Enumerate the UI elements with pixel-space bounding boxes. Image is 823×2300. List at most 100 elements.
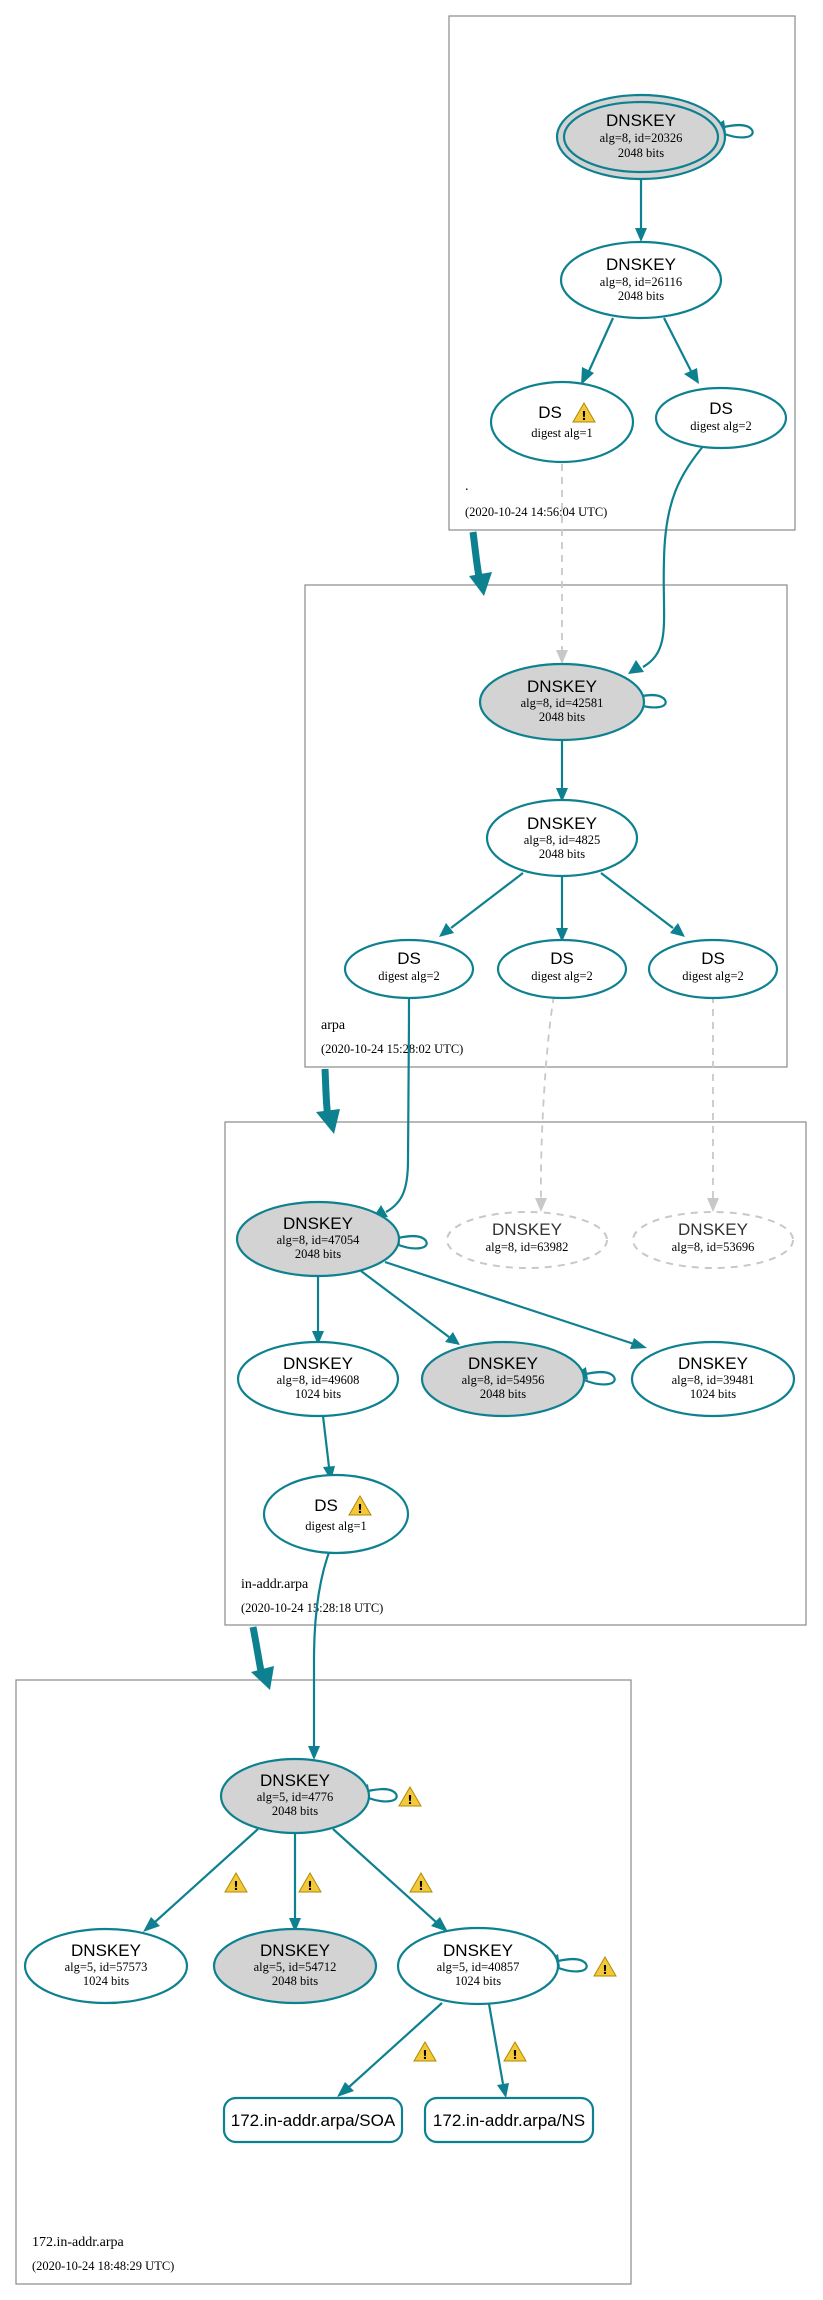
svg-text:2048 bits: 2048 bits bbox=[295, 1247, 341, 1261]
warning-icon bbox=[413, 2041, 437, 2063]
warning-icon bbox=[298, 1872, 322, 1894]
svg-text:alg=8, id=42581: alg=8, id=42581 bbox=[521, 696, 604, 710]
dnskey-node-missing-53696[interactable]: DNSKEY alg=8, id=53696 bbox=[632, 1211, 794, 1269]
svg-text:alg=8, id=63982: alg=8, id=63982 bbox=[486, 1240, 569, 1254]
delegation-edge bbox=[249, 1626, 266, 1677]
svg-text:2048 bits: 2048 bits bbox=[618, 289, 664, 303]
ds-node-arpa-a[interactable]: DS digest alg=2 bbox=[343, 938, 475, 1000]
ds-node-arpa-c[interactable]: DS digest alg=2 bbox=[647, 938, 779, 1000]
svg-text:1024 bits: 1024 bits bbox=[455, 1974, 501, 1988]
svg-text:alg=8, id=20326: alg=8, id=20326 bbox=[600, 131, 683, 145]
zone-timestamp: (2020-10-24 15:28:02 UTC) bbox=[321, 1042, 463, 1056]
svg-text:DNSKEY: DNSKEY bbox=[260, 1941, 330, 1960]
svg-text:digest alg=1: digest alg=1 bbox=[305, 1519, 367, 1533]
dnskey-node-root-ksk[interactable]: DNSKEY alg=8, id=20326 2048 bits bbox=[555, 93, 727, 181]
dnskey-node-172-54712[interactable]: DNSKEY alg=5, id=54712 2048 bits bbox=[212, 1927, 378, 2005]
ds-node-arpa-b[interactable]: DS digest alg=2 bbox=[496, 938, 628, 1000]
zone-timestamp: (2020-10-24 18:48:29 UTC) bbox=[32, 2259, 174, 2273]
zone-name: 172.in-addr.arpa bbox=[32, 2235, 125, 2250]
zone-172-in-addr-arpa: 172.in-addr.arpa (2020-10-24 18:48:29 UT… bbox=[15, 1679, 632, 2285]
svg-text:alg=8, id=53696: alg=8, id=53696 bbox=[672, 1240, 755, 1254]
warning-icon bbox=[224, 1872, 248, 1894]
dnskey-node-172-57573[interactable]: DNSKEY alg=5, id=57573 1024 bits bbox=[23, 1927, 189, 2005]
svg-text:digest alg=2: digest alg=2 bbox=[378, 969, 440, 983]
svg-text:DS: DS bbox=[550, 949, 574, 968]
dnskey-node-172-ksk[interactable]: DNSKEY alg=5, id=4776 2048 bits bbox=[219, 1757, 371, 1835]
zone-name: arpa bbox=[321, 1018, 346, 1033]
svg-text:DNSKEY: DNSKEY bbox=[283, 1354, 353, 1373]
warning-icon bbox=[503, 2041, 527, 2063]
svg-text:DS: DS bbox=[397, 949, 421, 968]
svg-text:DNSKEY: DNSKEY bbox=[527, 814, 597, 833]
zone-name: . bbox=[465, 479, 469, 494]
dnskey-node-inaddr-ksk[interactable]: DNSKEY alg=8, id=47054 2048 bits bbox=[235, 1200, 401, 1278]
svg-text:DNSKEY: DNSKEY bbox=[283, 1214, 353, 1233]
svg-text:1024 bits: 1024 bits bbox=[295, 1387, 341, 1401]
svg-text:DS: DS bbox=[701, 949, 725, 968]
delegation-arrowhead bbox=[469, 572, 492, 596]
dnskey-node-missing-63982[interactable]: DNSKEY alg=8, id=63982 bbox=[446, 1211, 608, 1269]
svg-text:DNSKEY: DNSKEY bbox=[678, 1354, 748, 1373]
dnskey-node-inaddr-zsk1[interactable]: DNSKEY alg=8, id=49608 1024 bits bbox=[236, 1340, 400, 1418]
svg-text:alg=8, id=54956: alg=8, id=54956 bbox=[462, 1373, 545, 1387]
svg-text:DNSKEY: DNSKEY bbox=[468, 1354, 538, 1373]
svg-text:DS: DS bbox=[538, 403, 562, 422]
warning-icon bbox=[593, 1956, 617, 1978]
svg-text:DNSKEY: DNSKEY bbox=[678, 1220, 748, 1239]
ds-node-root-digest2[interactable]: DS digest alg=2 bbox=[654, 386, 788, 450]
zone-root: . (2020-10-24 14:56:04 UTC) bbox=[448, 15, 796, 531]
zone-timestamp: (2020-10-24 15:28:18 UTC) bbox=[241, 1601, 383, 1615]
svg-text:alg=8, id=39481: alg=8, id=39481 bbox=[672, 1373, 755, 1387]
svg-text:DNSKEY: DNSKEY bbox=[606, 111, 676, 130]
svg-text:digest alg=1: digest alg=1 bbox=[531, 426, 593, 440]
svg-text:2048 bits: 2048 bits bbox=[272, 1974, 318, 1988]
dnskey-node-root-zsk[interactable]: DNSKEY alg=8, id=26116 2048 bits bbox=[559, 240, 723, 320]
warning-icon bbox=[409, 1872, 433, 1894]
warning-icon bbox=[398, 1786, 422, 1808]
svg-text:alg=8, id=47054: alg=8, id=47054 bbox=[277, 1233, 361, 1247]
ds-node-root-digest1[interactable]: DS digest alg=1 bbox=[489, 380, 635, 464]
ds-node-inaddr-digest1[interactable]: DS digest alg=1 bbox=[262, 1473, 410, 1555]
svg-text:DNSKEY: DNSKEY bbox=[492, 1220, 562, 1239]
rrset-node-ns[interactable]: 172.in-addr.arpa/NS bbox=[423, 2096, 595, 2144]
svg-text:alg=8, id=26116: alg=8, id=26116 bbox=[600, 275, 682, 289]
svg-text:alg=5, id=40857: alg=5, id=40857 bbox=[437, 1960, 520, 1974]
svg-text:digest alg=2: digest alg=2 bbox=[531, 969, 593, 983]
zone-name: in-addr.arpa bbox=[241, 1577, 309, 1592]
svg-text:DS: DS bbox=[709, 399, 733, 418]
svg-text:172.in-addr.arpa/NS: 172.in-addr.arpa/NS bbox=[433, 2111, 585, 2130]
svg-text:2048 bits: 2048 bits bbox=[539, 847, 585, 861]
svg-text:alg=5, id=4776: alg=5, id=4776 bbox=[257, 1790, 334, 1804]
dnskey-node-arpa-ksk[interactable]: DNSKEY alg=8, id=42581 2048 bits bbox=[478, 662, 646, 742]
dnskey-node-inaddr-zsk2[interactable]: DNSKEY alg=8, id=39481 1024 bits bbox=[630, 1340, 796, 1418]
dnskey-node-172-40857[interactable]: DNSKEY alg=5, id=40857 1024 bits bbox=[396, 1926, 560, 2006]
rrset-node-soa[interactable]: 172.in-addr.arpa/SOA bbox=[222, 2096, 404, 2144]
svg-text:alg=8, id=4825: alg=8, id=4825 bbox=[524, 833, 601, 847]
svg-text:2048 bits: 2048 bits bbox=[480, 1387, 526, 1401]
svg-text:DNSKEY: DNSKEY bbox=[606, 255, 676, 274]
svg-text:DNSKEY: DNSKEY bbox=[443, 1941, 513, 1960]
svg-text:2048 bits: 2048 bits bbox=[618, 146, 664, 160]
delegation-edges bbox=[249, 531, 492, 1690]
svg-text:1024 bits: 1024 bits bbox=[690, 1387, 736, 1401]
svg-text:alg=5, id=54712: alg=5, id=54712 bbox=[254, 1960, 337, 1974]
svg-text:digest alg=2: digest alg=2 bbox=[690, 419, 752, 433]
zone-timestamp: (2020-10-24 14:56:04 UTC) bbox=[465, 505, 607, 519]
dnskey-node-inaddr-ksk2[interactable]: DNSKEY alg=8, id=54956 2048 bits bbox=[420, 1340, 586, 1418]
delegation-arrowhead bbox=[251, 1666, 274, 1690]
svg-text:2048 bits: 2048 bits bbox=[539, 710, 585, 724]
dnskey-node-arpa-zsk[interactable]: DNSKEY alg=8, id=4825 2048 bits bbox=[485, 798, 639, 878]
svg-text:172.in-addr.arpa/SOA: 172.in-addr.arpa/SOA bbox=[231, 2111, 396, 2130]
svg-text:DS: DS bbox=[314, 1496, 338, 1515]
svg-text:DNSKEY: DNSKEY bbox=[71, 1941, 141, 1960]
svg-text:DNSKEY: DNSKEY bbox=[527, 677, 597, 696]
svg-text:digest alg=2: digest alg=2 bbox=[682, 969, 744, 983]
delegation-arrowhead bbox=[316, 1109, 340, 1134]
zone-in-addr-arpa: in-addr.arpa (2020-10-24 15:28:18 UTC) bbox=[224, 1121, 807, 1626]
svg-text:1024 bits: 1024 bits bbox=[83, 1974, 129, 1988]
svg-text:alg=5, id=57573: alg=5, id=57573 bbox=[65, 1960, 148, 1974]
svg-text:alg=8, id=49608: alg=8, id=49608 bbox=[277, 1373, 360, 1387]
svg-text:DNSKEY: DNSKEY bbox=[260, 1771, 330, 1790]
svg-text:2048 bits: 2048 bits bbox=[272, 1804, 318, 1818]
